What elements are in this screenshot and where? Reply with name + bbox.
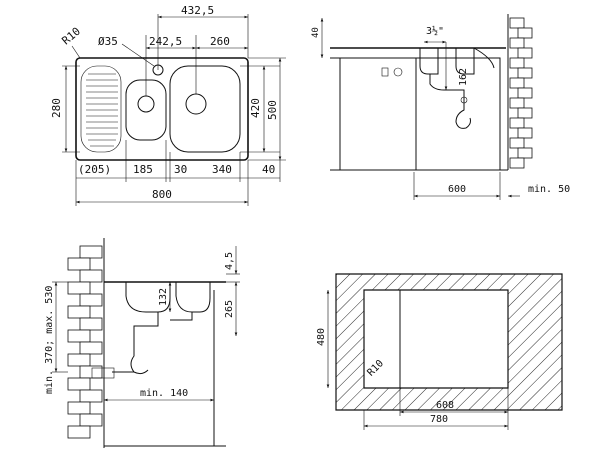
dim-30: 30 bbox=[174, 163, 187, 176]
cabinet-body bbox=[339, 57, 417, 171]
dim-min50: min. 50 bbox=[528, 184, 570, 195]
drain-pipe bbox=[429, 74, 465, 96]
bowl-front-2 bbox=[175, 282, 211, 313]
cutout-hatch bbox=[335, 273, 563, 411]
top-view: 432,5 R10 Ø35 242,5 260 280 420 500 bbox=[50, 4, 286, 206]
wall-drain-outlet bbox=[91, 367, 115, 379]
dim-608: 608 bbox=[436, 400, 454, 411]
wall-view: 4,5 265 132 min. 370; max. 530 min. 140 bbox=[44, 238, 240, 448]
dim-40-top: 40 bbox=[262, 163, 275, 176]
dim-340: 340 bbox=[212, 163, 232, 176]
dim-132: 132 bbox=[158, 288, 169, 306]
dim-432-5: 432,5 bbox=[181, 4, 214, 17]
dim-780: 780 bbox=[430, 414, 448, 425]
basin-section bbox=[419, 48, 439, 75]
wall-bricks-side bbox=[507, 14, 533, 170]
dim-185: 185 bbox=[133, 163, 153, 176]
dim-phi35: Ø35 bbox=[98, 35, 118, 48]
drain-front bbox=[133, 312, 159, 340]
dim-3-1-2-inch: 3½" bbox=[426, 25, 444, 37]
dim-4-5: 4,5 bbox=[224, 252, 235, 270]
dim-280: 280 bbox=[50, 98, 63, 118]
small-drain bbox=[137, 95, 155, 113]
dim-600: 600 bbox=[448, 184, 466, 195]
large-bowl bbox=[169, 65, 241, 153]
dim-265: 265 bbox=[224, 300, 235, 318]
cutout-opening bbox=[363, 289, 509, 389]
dim-480: 480 bbox=[316, 328, 327, 346]
dim-40-side: 40 bbox=[311, 27, 321, 38]
dim-370-530: min. 370; max. 530 bbox=[44, 286, 55, 394]
dim-r10-cutout: R10 bbox=[366, 358, 387, 379]
wall-bricks-front bbox=[67, 238, 105, 448]
dim-800: 800 bbox=[152, 188, 172, 201]
side-view: 40 3½" 162 600 min. 50 bbox=[311, 14, 570, 200]
dim-242-5: 242,5 bbox=[149, 35, 182, 48]
dim-420: 420 bbox=[249, 98, 262, 118]
cutout-view: 480 R10 608 780 bbox=[316, 273, 563, 430]
drainer-grooves bbox=[80, 65, 122, 153]
dim-162: 162 bbox=[458, 68, 469, 86]
dim-r10-top: R10 bbox=[59, 25, 83, 48]
large-drain bbox=[185, 93, 207, 115]
dim-205: (205) bbox=[78, 163, 111, 176]
dim-min140: min. 140 bbox=[140, 388, 188, 399]
dim-260: 260 bbox=[210, 35, 230, 48]
dim-500: 500 bbox=[266, 100, 279, 120]
sink-outline bbox=[75, 57, 249, 161]
